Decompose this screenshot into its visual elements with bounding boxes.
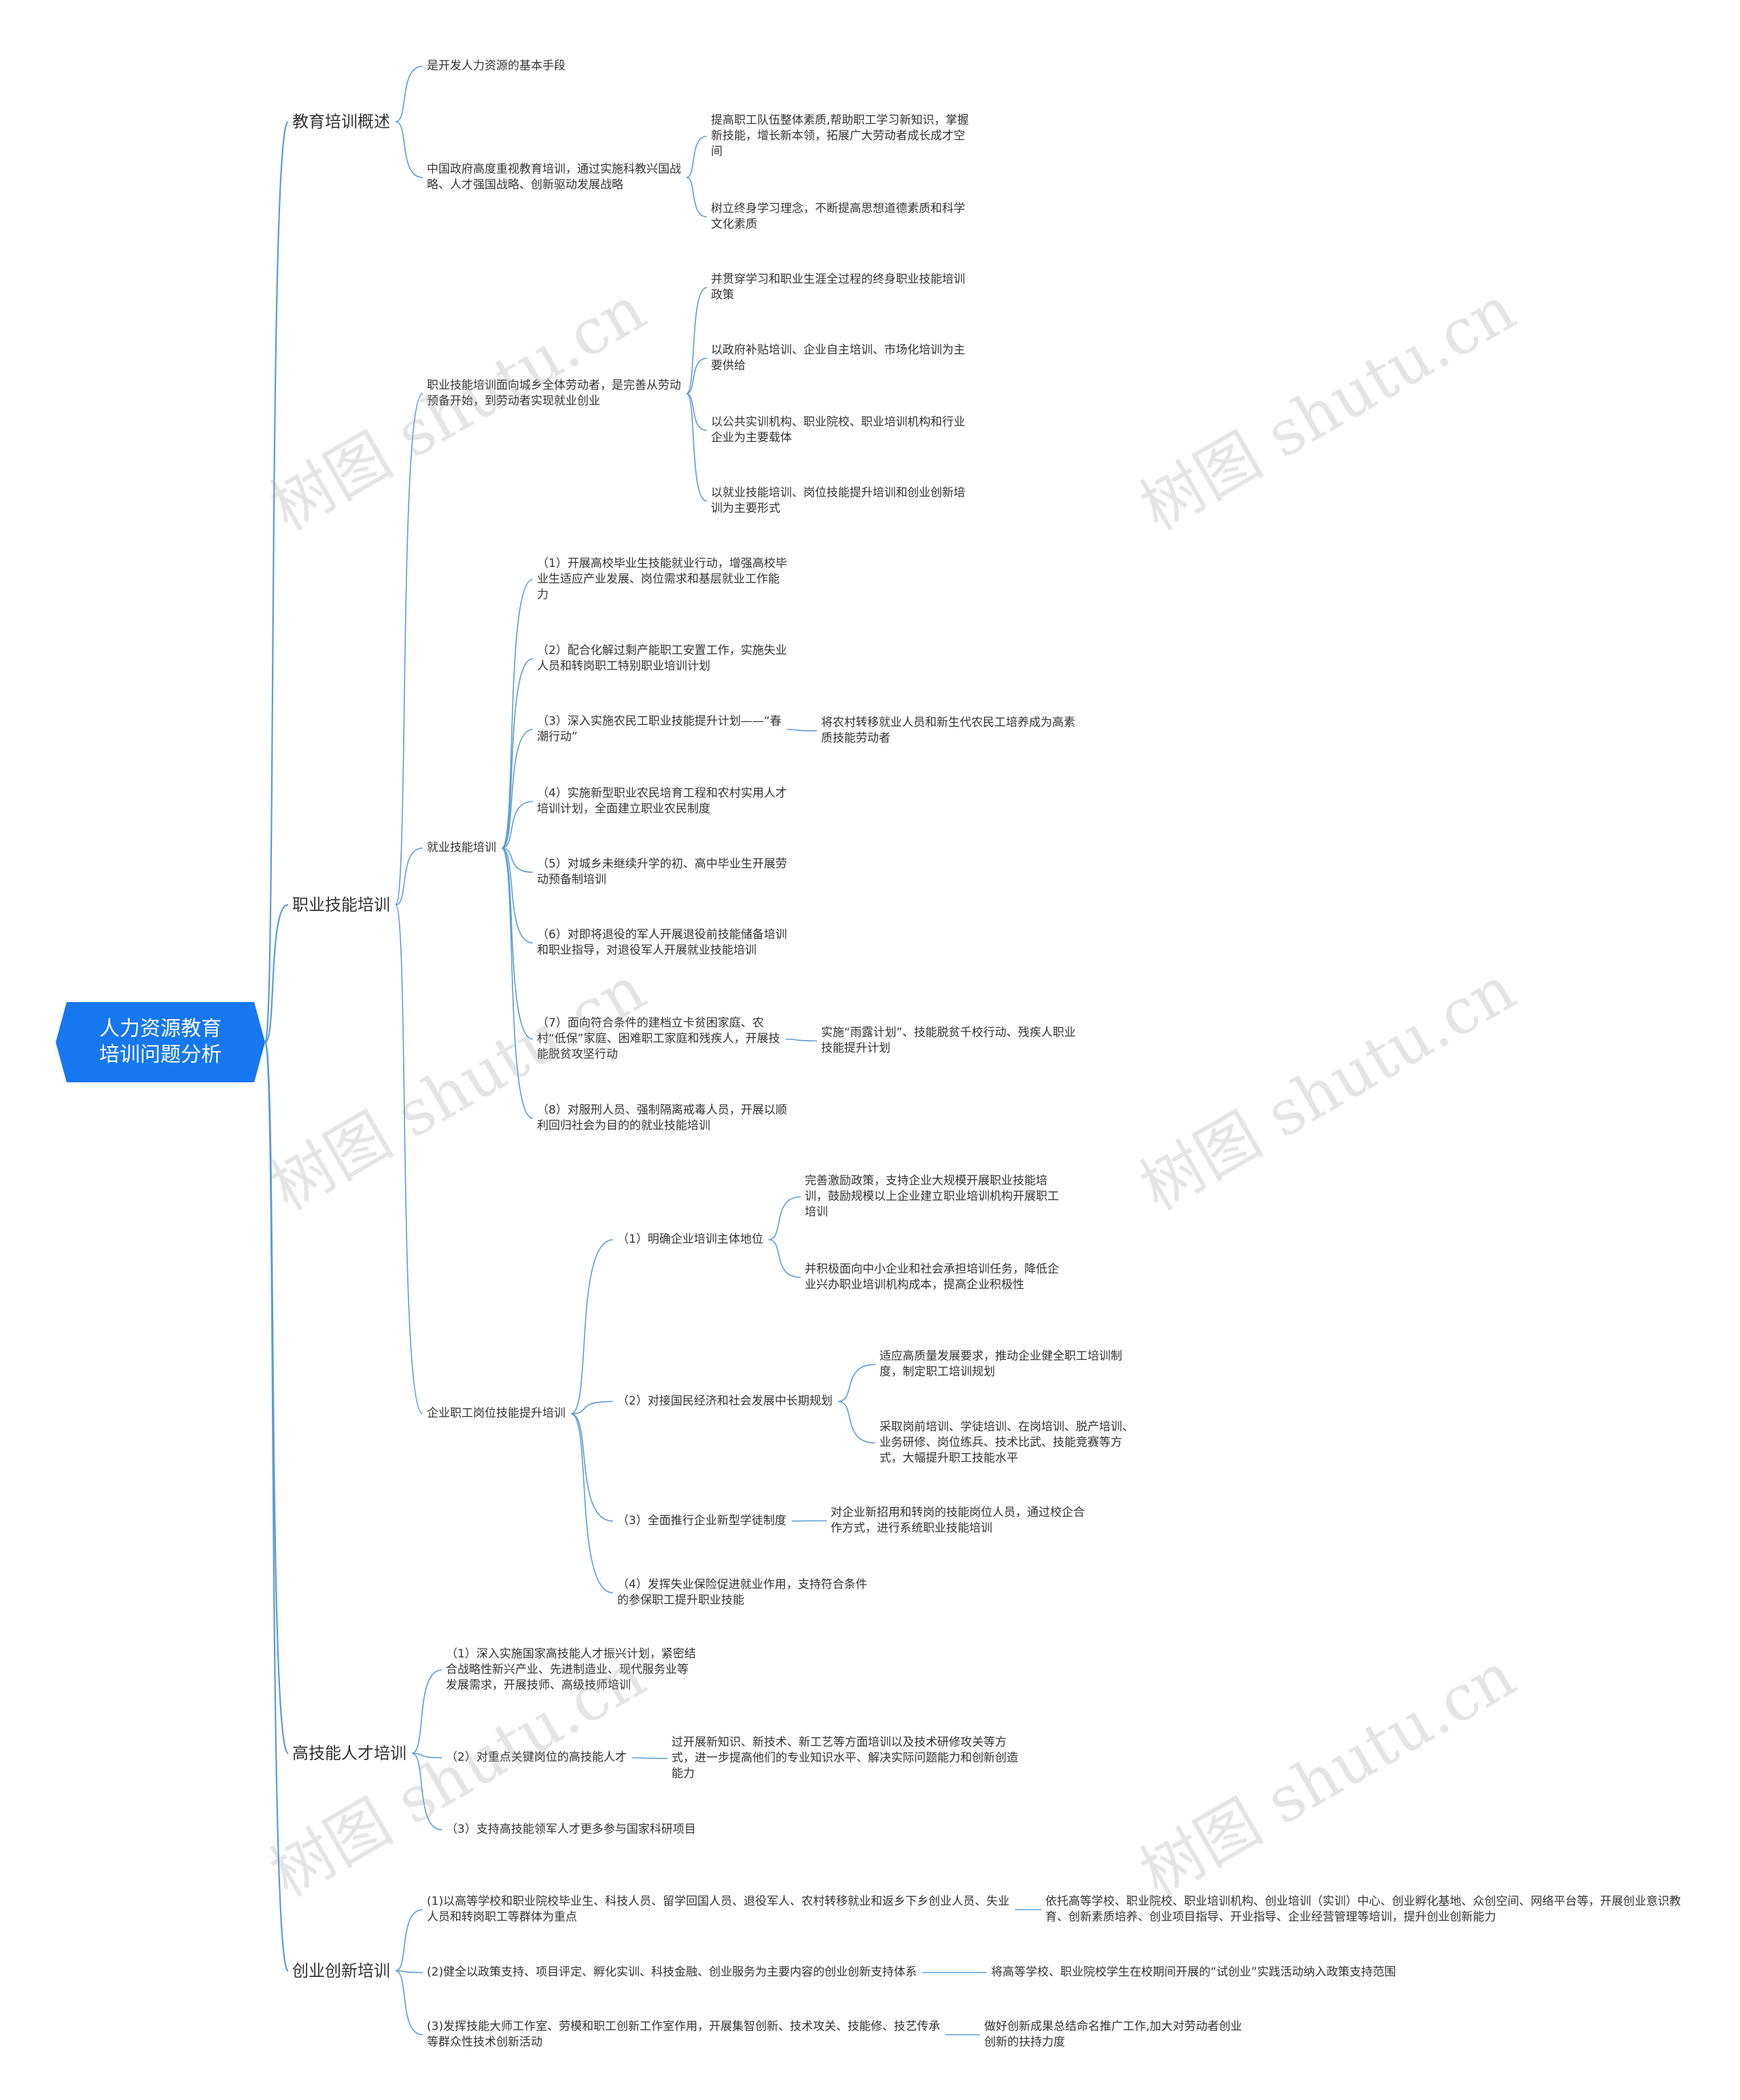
connector-node-vocational-for-all xyxy=(395,393,423,906)
connector-branch-entrepreneurship xyxy=(264,1041,290,1972)
node-carrier[interactable]: 以公共实训机构、职业院校、职业培训机构和行业企业为主要载体 xyxy=(711,415,965,445)
connector-branch-vocational-skill xyxy=(264,903,289,1044)
branch-entrepreneurship[interactable]: 创业创新培训 xyxy=(292,1961,390,1980)
node-ent-innov-3-detail[interactable]: 做好创新成果总结命名推广工作,加大对劳动者创业创新的扶持力度 xyxy=(984,2020,1242,2049)
connector-node-high-1 xyxy=(411,1669,442,1754)
node-vocational-for-all[interactable]: 职业技能培训面向城乡全体劳动者，是完善从劳动预备开始，到劳动者实现就业创业 xyxy=(427,379,681,408)
connector-node-employment-skill xyxy=(395,847,423,906)
root-topic[interactable]: 人力资源教育培训问题分析 xyxy=(56,1002,265,1082)
node-ent-innov-2[interactable]: (2)健全以政策支持、项目评定、孵化实训、科技金融、创业服务为主要内容的创业创新… xyxy=(427,1965,918,1979)
branch-vocational-skill[interactable]: 职业技能培训 xyxy=(292,895,390,914)
node-ent-1[interactable]: （1）明确企业培训主体地位 xyxy=(617,1233,763,1246)
connector-node-high-2-detail xyxy=(631,1757,668,1759)
node-emp-6[interactable]: （6）对即将退役的军人开展退役前技能储备培训和职业指导，对退役军人开展就业技能培… xyxy=(537,928,787,957)
node-ent-innov-1[interactable]: (1)以高等学校和职业院校毕业生、科技人员、留学回国人员、退役军人、农村转移就业… xyxy=(427,1895,1010,1924)
node-high-2[interactable]: （2）对重点关键岗位的高技能人才 xyxy=(446,1751,627,1764)
connector-node-ent-innov-3 xyxy=(395,1970,423,2035)
connector-node-ent-innov-1 xyxy=(395,1909,423,1972)
connector-node-emp-3 xyxy=(501,729,534,849)
node-ent-innov-2-detail[interactable]: 将高等学校、职业院校学生在校期间开展的“试创业”实践活动纳入政策支持范围 xyxy=(991,1965,1396,1979)
connector-node-lifelong-policy xyxy=(686,287,708,394)
connector-node-ent-4 xyxy=(570,1413,614,1594)
node-ent-1-b[interactable]: 并积极面向中小企业和社会承担培训任务，降低企业兴办职业培训机构成本，提高企业积极… xyxy=(805,1262,1059,1292)
connector-node-basic-means xyxy=(395,65,423,122)
node-government-strategy[interactable]: 中国政府高度重视教育培训，通过实施科教兴国战略、人才强国战略、创新驱动发展战略 xyxy=(427,162,681,192)
node-emp-7[interactable]: （7）面向符合条件的建档立卡贫困家庭、农村“低保”家庭、困难职工家庭和残疾人，开… xyxy=(537,1016,780,1061)
connector-node-ent-innov-2 xyxy=(395,1970,423,1974)
node-employment-skill[interactable]: 就业技能培训 xyxy=(427,841,496,855)
node-emp-4[interactable]: （4）实施新型职业农民培育工程和农村实用人才培训计划，全面建立职业农民制度 xyxy=(537,787,787,816)
branch-education-overview[interactable]: 教育培训概述 xyxy=(292,112,390,131)
node-emp-8[interactable]: （8）对服刑人员、强制隔离戒毒人员，开展以顺利回归社会为目的的就业技能培训 xyxy=(537,1103,787,1133)
node-emp-7-detail[interactable]: 实施“雨露计划”、技能脱贫千校行动、残疾人职业技能提升计划 xyxy=(821,1026,1076,1055)
connector-node-emp-3-detail xyxy=(786,729,818,731)
connector-node-ent-2-a xyxy=(837,1364,876,1402)
connector-node-form xyxy=(686,393,708,502)
connector-node-high-3 xyxy=(411,1753,442,1831)
node-ent-innov-3[interactable]: (3)发挥技能大师工作室、劳模和职工创新工作室作用，开展集智创新、技术攻关、技能… xyxy=(427,2020,941,2049)
connector-branch-high-skill xyxy=(264,1041,290,1755)
node-ent-innov-1-detail[interactable]: 依托高等学校、职业院校、职业培训机构、创业培训（实训）中心、创业孵化基地、众创空… xyxy=(1045,1895,1681,1924)
node-emp-5[interactable]: （5）对城乡未继续升学的初、高中毕业生开展劳动预备制培训 xyxy=(537,857,787,887)
connector-node-ent-2-b xyxy=(837,1400,876,1444)
branch-high-skill[interactable]: 高技能人才培训 xyxy=(292,1744,406,1763)
connector-node-emp-4 xyxy=(501,801,534,849)
node-form[interactable]: 以就业技能培训、岗位技能提升培训和创业创新培训为主要形式 xyxy=(711,486,965,515)
connector-node-carrier xyxy=(686,393,708,431)
node-high-2-detail[interactable]: 过开展新知识、新技术、新工艺等方面培训以及技术研修攻关等方式，进一步提高他们的专… xyxy=(672,1736,1018,1780)
node-ent-3[interactable]: （3）全面推行企业新型学徒制度 xyxy=(617,1514,786,1528)
node-enterprise-skill[interactable]: 企业职工岗位技能提升培训 xyxy=(427,1407,566,1420)
node-high-1[interactable]: （1）深入实施国家高技能人才振兴计划，紧密结合战略性新兴产业、先进制造业、现代服… xyxy=(446,1647,696,1692)
node-ent-2-b[interactable]: 采取岗前培训、学徒培训、在岗培训、脱产培训、业务研修、岗位练兵、技术比武、技能竞… xyxy=(880,1420,1134,1465)
connector-node-lifelong-learning xyxy=(686,177,708,218)
connector-node-ent-3 xyxy=(570,1413,614,1522)
connector-node-emp-2 xyxy=(501,658,534,849)
connector-node-emp-1 xyxy=(501,579,534,849)
node-supply[interactable]: 以政府补贴培训、企业自主培训、市场化培训为主要供给 xyxy=(711,343,965,373)
connector-node-supply xyxy=(686,358,708,394)
connector-node-improve-quality xyxy=(686,135,708,178)
node-improve-quality[interactable]: 提高职工队伍整体素质,帮助职工学习新知识，掌握新技能，增长新本领，拓展广大劳动者… xyxy=(711,114,969,158)
connector-node-enterprise-skill xyxy=(395,904,423,1415)
connector-node-emp-7-detail xyxy=(785,1038,818,1042)
connector-node-ent-1 xyxy=(570,1239,614,1415)
node-basic-means[interactable]: 是开发人力资源的基本手段 xyxy=(427,59,566,73)
node-ent-1-a[interactable]: 完善激励政策，支持企业大规模开展职业技能培训，鼓励规模以上企业建立职业培训机构开… xyxy=(805,1174,1059,1219)
connector-node-emp-8 xyxy=(501,847,534,1119)
node-ent-3-a[interactable]: 对企业新招用和转岗的技能岗位人员，通过校企合作方式，进行系统职业技能培训 xyxy=(831,1506,1085,1535)
node-lifelong-policy[interactable]: 并贯穿学习和职业生涯全过程的终身职业技能培训政策 xyxy=(711,273,965,302)
node-emp-3-detail[interactable]: 将农村转移就业人员和新生代农民工培养成为高素质技能劳动者 xyxy=(821,716,1075,745)
connector-node-ent-1-b xyxy=(768,1239,801,1278)
connector-node-ent-1-a xyxy=(768,1196,801,1241)
node-emp-1[interactable]: （1）开展高校毕业生技能就业行动，增强高校毕业生适应产业发展、岗位需求和基层就业… xyxy=(537,557,787,602)
node-emp-2[interactable]: （2）配合化解过剩产能职工安置工作，实施失业人员和转岗职工特别职业培训计划 xyxy=(537,644,787,673)
connector-node-high-2 xyxy=(411,1753,442,1759)
connector-node-emp-6 xyxy=(501,847,534,944)
connector-node-government-strategy xyxy=(395,121,423,178)
node-emp-3[interactable]: （3）深入实施农民工职业技能提升计划——“春潮行动” xyxy=(537,715,782,744)
connector-branch-education-overview xyxy=(264,120,290,1044)
node-high-3[interactable]: （3）支持高技能领军人才更多参与国家科研项目 xyxy=(446,1823,696,1836)
node-ent-4[interactable]: （4）发挥失业保险促进就业作用，支持符合条件的参保职工提升职业技能 xyxy=(617,1578,867,1607)
connector-node-emp-5 xyxy=(501,847,534,873)
node-ent-2[interactable]: （2）对接国民经济和社会发展中长期规划 xyxy=(617,1394,833,1408)
node-ent-2-a[interactable]: 适应高质量发展要求，推动企业健全职工培训制度，制定职工培训规划 xyxy=(880,1349,1122,1379)
root-topic-label: 人力资源教育培训问题分析 xyxy=(99,1017,222,1067)
connector-node-ent-2 xyxy=(570,1400,614,1415)
connector-node-emp-7 xyxy=(501,847,534,1040)
node-lifelong-learning[interactable]: 树立终身学习理念，不断提高思想道德素质和科学文化素质 xyxy=(711,202,965,231)
